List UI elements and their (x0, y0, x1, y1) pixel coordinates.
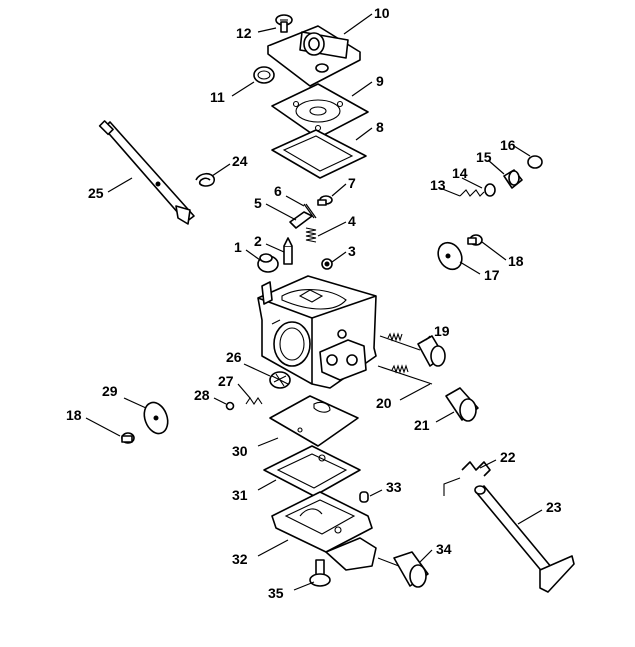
part-3-nut (321, 258, 333, 270)
part-2-needle (283, 237, 293, 265)
callout-8: 8 (376, 119, 384, 135)
callout-7: 7 (348, 175, 356, 191)
callout-20: 20 (376, 395, 392, 411)
callout-9: 9 (376, 73, 384, 89)
callout-32: 32 (232, 551, 248, 567)
callout-6: 6 (274, 183, 282, 199)
part-16-cap (527, 155, 543, 169)
callout-33: 33 (386, 479, 402, 495)
callout-15: 15 (476, 149, 492, 165)
callout-35: 35 (268, 585, 284, 601)
callout-26: 26 (226, 349, 242, 365)
callout-29: 29 (102, 383, 118, 399)
callout-3: 3 (348, 243, 356, 259)
callout-18-left: 18 (66, 407, 82, 423)
callout-13: 13 (430, 177, 446, 193)
callout-17: 17 (484, 267, 500, 283)
part-32-pump-cover (271, 491, 377, 571)
callout-21: 21 (414, 417, 430, 433)
part-35-screw (309, 559, 331, 587)
callout-16: 16 (500, 137, 516, 153)
part-7-screw (317, 195, 333, 206)
callout-14: 14 (452, 165, 468, 181)
part-20-adjust-screw (377, 364, 433, 385)
callout-34: 34 (436, 541, 452, 557)
callout-31: 31 (232, 487, 248, 503)
part-24-clip (195, 172, 215, 187)
callout-23: 23 (546, 499, 562, 515)
part-5-lever (289, 211, 313, 229)
callout-25: 25 (88, 185, 104, 201)
part-13-spring (459, 189, 485, 197)
callout-27: 27 (218, 373, 234, 389)
callout-2: 2 (254, 233, 262, 249)
part-12-screw (275, 14, 293, 33)
part-10-cover (267, 25, 361, 87)
part-8-gasket (271, 129, 367, 179)
callout-12: 12 (236, 25, 252, 41)
part-33-pin (359, 491, 369, 503)
part-34-limiter-cap (377, 551, 429, 588)
part-18-screw-left (121, 432, 135, 444)
part-23-choke-shaft (474, 485, 575, 593)
callout-5: 5 (254, 195, 262, 211)
part-15-bushing (503, 169, 523, 189)
part-9-diaphragm (271, 83, 369, 139)
part-18-screw-right (467, 234, 483, 246)
callout-19: 19 (434, 323, 450, 339)
part-4-spring (305, 227, 317, 243)
leader-lines (85, 13, 543, 591)
callout-4: 4 (348, 213, 356, 229)
part-21-limiter-cap (445, 387, 479, 422)
part-11-oring (253, 66, 275, 84)
callout-30: 30 (232, 443, 248, 459)
part-30-gasket (269, 395, 359, 447)
part-1-cap (257, 253, 279, 273)
part-31-pump-diaphragm (263, 445, 361, 497)
callout-11: 11 (210, 89, 225, 105)
carburetor-body (257, 275, 377, 389)
part-25-throttle-shaft (98, 120, 195, 225)
callout-18-right: 18 (508, 253, 524, 269)
callout-22: 22 (500, 449, 516, 465)
part-27-spring (245, 397, 263, 405)
callout-1: 1 (234, 239, 242, 255)
part-29-plate (143, 401, 169, 435)
callout-28: 28 (194, 387, 210, 403)
callout-24: 24 (232, 153, 248, 169)
callouts: 1 2 3 4 5 6 7 8 9 10 11 12 13 14 15 16 1… (66, 5, 562, 601)
part-17-plate (437, 241, 463, 271)
part-28-ball (225, 401, 235, 411)
part-14-washer (484, 183, 496, 197)
callout-10: 10 (374, 5, 390, 21)
part-26-screen (269, 371, 291, 389)
part-22-spring (443, 461, 491, 496)
